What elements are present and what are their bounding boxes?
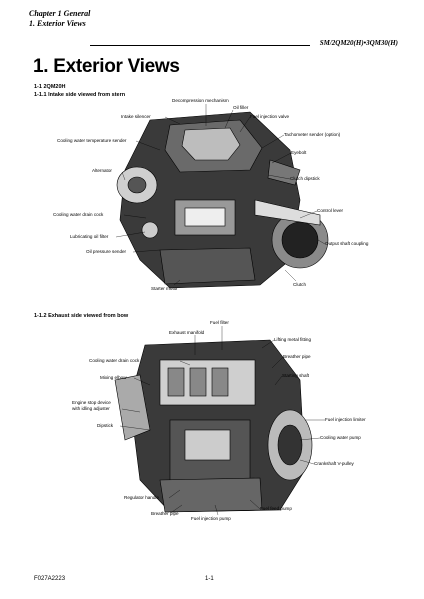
label-exhaust-manifold: Exhaust manifold xyxy=(169,330,205,335)
label-regulator-handle: Regulator handle xyxy=(124,495,159,500)
label-mixing-elbow: Mixing elbow xyxy=(100,375,127,380)
label-alternator: Alternator xyxy=(92,168,112,173)
label-starter-motor: Starter motor xyxy=(151,286,178,291)
label-breather-pipe-top: Breather pipe xyxy=(283,354,311,359)
header-rule xyxy=(90,45,310,46)
label-lube-filter: Lubricating oil filter xyxy=(70,234,109,239)
label-drain-cock-2: Cooling water drain cock xyxy=(89,358,140,363)
label-fuel-filter: Fuel filter xyxy=(210,320,229,325)
figure2-caption: 1-1.2 Exhaust side viewed from bow xyxy=(34,313,129,319)
label-cooling-temp-sender: Cooling water temperature sender xyxy=(57,138,127,143)
label-tachometer: Tachometer sender (option) xyxy=(284,132,341,137)
chapter-label: Chapter 1 General xyxy=(29,9,91,18)
label-decompression: Decompression mechanism xyxy=(172,98,229,103)
label-eyebolt: Eyebolt xyxy=(291,150,307,155)
label-dipstick: Dipstick xyxy=(97,423,114,428)
label-crankshaft-pulley: Crankshaft V-pulley xyxy=(314,461,354,466)
label-fuel-feed-pump: Fuel feed pump xyxy=(260,506,292,511)
label-fuel-injection-valve: Fuel injection valve xyxy=(250,114,290,119)
label-oil-filler: Oil filler xyxy=(233,105,249,110)
subsection-heading: 1-1 2QM20H xyxy=(34,84,66,90)
label-starting-shaft: Starting shaft xyxy=(282,373,310,378)
figure1-caption: 1-1.1 Intake side viewed from stern xyxy=(34,92,126,98)
label-intake-silencer: Intake silencer xyxy=(121,114,151,119)
label-lifting-fitting: Lifting metal fitting xyxy=(274,337,312,342)
model-label: SM/2QM20(H)•3QM30(H) xyxy=(319,39,398,47)
document-code: F027A2223 xyxy=(34,576,66,582)
label-clutch: Clutch xyxy=(293,282,307,287)
chapter-heading: Chapter 1 General 1. Exterior Views xyxy=(29,9,90,29)
label-clutch-dipstick: Clutch dipstick xyxy=(290,176,320,181)
label-oil-pressure-sender: Oil pressure sender xyxy=(86,249,127,254)
label-injection-limiter: Fuel injection limiter xyxy=(325,417,366,422)
label-stop-device-1: Engine stop device xyxy=(72,400,111,405)
label-output-shaft: Output shaft coupling xyxy=(325,241,369,246)
page-number: 1-1 xyxy=(205,576,214,582)
label-water-pump: Cooling water pump xyxy=(320,435,361,440)
label-stop-device-2: with idling adjuster xyxy=(72,406,110,411)
label-fuel-injection-pump: Fuel injection pump xyxy=(191,516,231,521)
page-title: 1. Exterior Views xyxy=(33,56,180,77)
section-label: 1. Exterior Views xyxy=(29,19,86,28)
label-drain-cock: Cooling water drain cock xyxy=(53,212,104,217)
label-breather-pipe-bottom: Breather pipe xyxy=(151,511,179,516)
label-control-lever: Control lever xyxy=(317,208,344,213)
